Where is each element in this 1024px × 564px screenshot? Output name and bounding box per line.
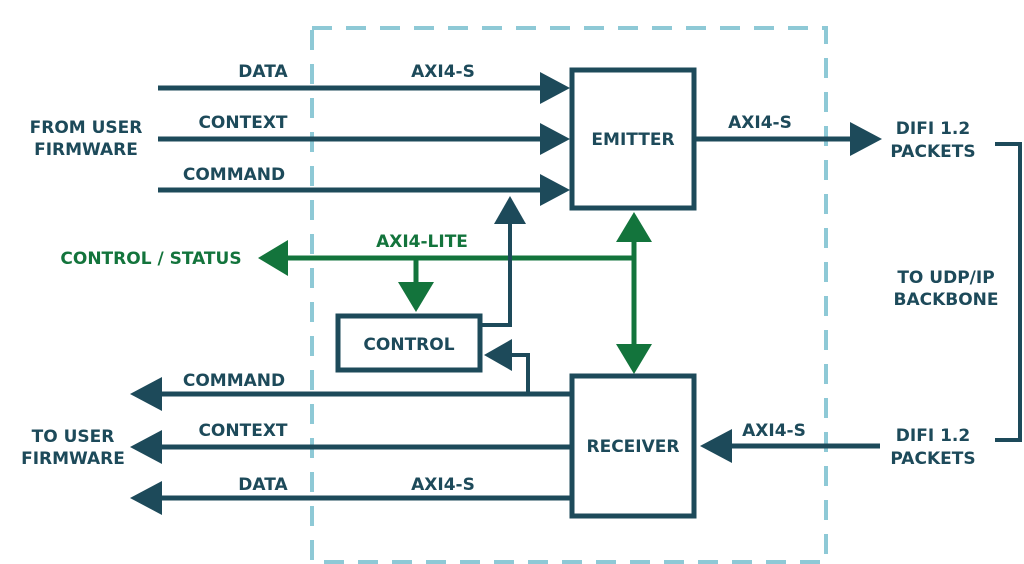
input-data-bus-label: AXI4-S (411, 62, 475, 82)
bus-to-control-arrow (398, 258, 434, 312)
receiver-input-arrow (700, 429, 880, 463)
backbone-line1: TO UDP/IP (897, 268, 994, 288)
output-data-label: DATA (238, 475, 288, 495)
output-command-label: COMMAND (183, 371, 285, 391)
output-data-bus-label: AXI4-S (411, 475, 475, 495)
from-user-firmware-line1: FROM USER (30, 118, 143, 138)
control-label: CONTROL (363, 335, 454, 355)
to-user-firmware-line1: TO USER (32, 427, 115, 447)
emitter-receiver-link-arrow (616, 212, 652, 374)
axi4-lite-label: AXI4-LITE (376, 232, 468, 252)
difi-in-line2: PACKETS (890, 449, 975, 469)
output-context-arrow (130, 430, 572, 464)
emitter-label: EMITTER (591, 130, 674, 150)
receiver-to-control-arrow (484, 339, 530, 394)
control-status-label: CONTROL / STATUS (60, 249, 241, 269)
receiver-label: RECEIVER (587, 437, 680, 457)
input-context-label: CONTEXT (198, 113, 287, 133)
difi-out-line1: DIFI 1.2 (896, 119, 970, 139)
ip-core-boundary (310, 26, 828, 564)
emitter-output-arrow (694, 122, 882, 156)
receiver-block (569, 373, 697, 519)
control-status-arrowhead (258, 240, 288, 276)
output-context-label: CONTEXT (198, 421, 287, 441)
input-command-arrow (158, 174, 570, 206)
control-block (335, 313, 483, 373)
backbone-line2: BACKBONE (893, 290, 998, 310)
output-data-arrow (130, 481, 572, 515)
emitter-output-bus-label: AXI4-S (728, 113, 792, 133)
input-data-label: DATA (238, 62, 288, 82)
output-command-arrow (130, 377, 572, 411)
input-context-arrow (158, 123, 570, 155)
difi-in-line1: DIFI 1.2 (896, 426, 970, 446)
control-to-emitter-arrow (480, 196, 526, 327)
from-user-firmware-line2: FIRMWARE (34, 140, 138, 160)
difi-out-line2: PACKETS (890, 142, 975, 162)
input-command-label: COMMAND (183, 165, 285, 185)
to-user-firmware-line2: FIRMWARE (21, 449, 125, 469)
backbone-bracket (995, 142, 1022, 442)
input-data-arrow (158, 72, 570, 104)
receiver-input-bus-label: AXI4-S (742, 421, 806, 441)
